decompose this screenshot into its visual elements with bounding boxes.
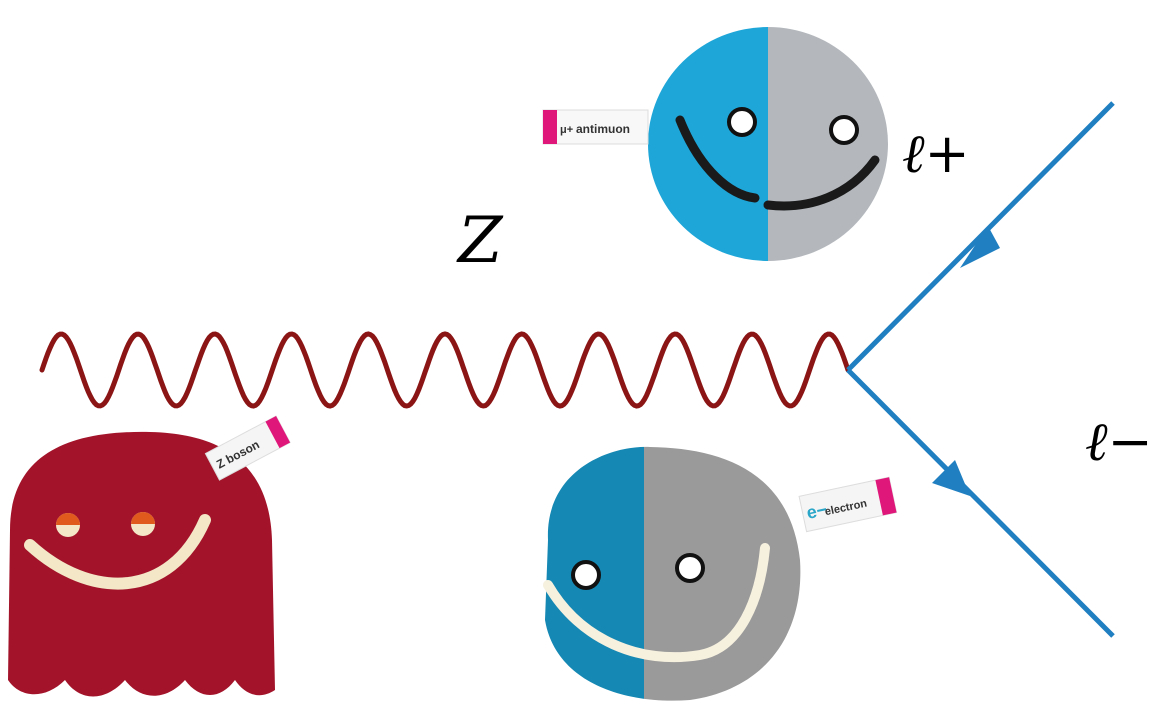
antimuon-tag: μ+ antimuon	[542, 109, 649, 145]
tag-label: antimuon	[576, 122, 630, 136]
electron-plush: e− electron	[543, 446, 898, 701]
z-boson-propagator-line	[39, 331, 851, 409]
electron-tag: e− electron	[798, 476, 898, 533]
eye	[131, 512, 155, 536]
z-label: Z	[456, 204, 504, 278]
tag-symbol: μ+	[560, 124, 573, 136]
arrow-icon	[932, 460, 970, 496]
lepton-plus-label: ℓ+	[902, 122, 970, 185]
lepton-minus-line	[846, 368, 1115, 638]
eye	[571, 560, 601, 590]
eye	[56, 513, 80, 537]
eye	[727, 107, 757, 137]
z-boson-plush: Z boson	[8, 415, 291, 697]
lepton-minus-label: ℓ−	[1085, 410, 1153, 473]
arrow-icon	[960, 226, 1000, 268]
eye	[675, 553, 705, 583]
eye	[829, 115, 859, 145]
tag-symbol: e−	[805, 499, 829, 523]
antimuon-plush: μ+ antimuon	[542, 27, 888, 261]
lepton-plus-line	[846, 101, 1115, 372]
